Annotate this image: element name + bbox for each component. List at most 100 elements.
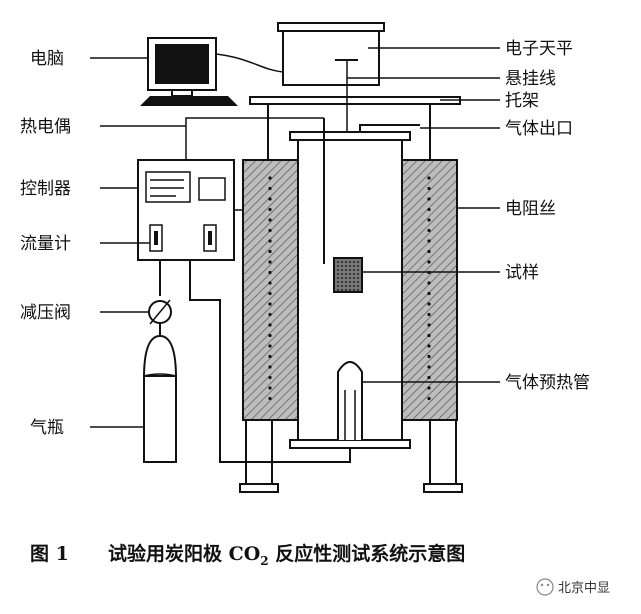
controller-body	[137, 159, 235, 261]
right-coil-dot	[427, 207, 431, 212]
right-coil-dot	[427, 365, 431, 369]
watermark-text: 北京中显	[558, 581, 610, 596]
wechat-icon-eye-left	[540, 583, 544, 587]
right-coil-dot	[427, 260, 431, 264]
left-coil-dot	[268, 260, 272, 264]
controller	[137, 159, 235, 261]
figure-title-subscript: 2	[260, 554, 268, 568]
figure-title: 试验用炭阳极 CO2 反应性测试系统示意图	[108, 542, 465, 568]
label-cylinder: 气瓶	[30, 418, 64, 438]
right-coil-dot	[427, 197, 431, 201]
right-coil-dot	[427, 228, 431, 233]
label-gas-outlet: 气体出口	[505, 119, 573, 139]
label-thermocouple: 热电偶	[20, 117, 71, 137]
left-foot	[239, 483, 279, 493]
valve-slash	[149, 299, 171, 325]
tube-top-cap	[289, 131, 411, 141]
right-coil-dot	[427, 176, 431, 180]
cylinder-shoulder	[142, 334, 178, 379]
wechat-icon	[536, 578, 554, 596]
right-coil-dot	[427, 281, 431, 285]
left-coil-dot	[268, 344, 272, 348]
flowmeter-right-float	[208, 231, 212, 245]
left-coil-dot	[268, 197, 272, 201]
gas-outlet-pipe	[359, 124, 420, 132]
controller-display	[145, 171, 191, 203]
left-coil-dot	[268, 396, 272, 401]
tube-bottom-cap	[289, 439, 411, 449]
thermocouple-wire	[185, 117, 324, 160]
monitor-stand	[171, 89, 193, 97]
label-flowmeter: 流量计	[20, 234, 71, 254]
furnace	[239, 104, 463, 493]
left-coil-dot	[268, 218, 272, 222]
label-balance: 电子天平	[505, 39, 573, 59]
right-coil-dot	[427, 354, 431, 359]
figure-title-part1: 试验用炭阳极 CO	[108, 542, 260, 565]
left-coil-dot	[268, 228, 272, 233]
left-coil-dot	[268, 386, 272, 390]
flowmeter-left-float	[154, 231, 158, 245]
left-coil-dot	[268, 354, 272, 359]
cylinder-seam	[143, 373, 177, 377]
left-leg	[245, 419, 273, 491]
right-coil-dot	[427, 291, 431, 296]
right-foot	[423, 483, 463, 493]
left-coil-dot	[268, 323, 272, 327]
gas-preheat-tube	[337, 361, 363, 440]
right-coil-dot	[427, 323, 431, 327]
right-coil-dot	[427, 239, 431, 243]
wechat-icon-eye-right	[546, 583, 550, 587]
left-coil-dot	[268, 176, 272, 180]
label-suspension: 悬挂线	[505, 69, 556, 89]
label-bracket: 托架	[505, 91, 539, 111]
gas-cylinder	[142, 323, 178, 463]
controller-meter	[198, 177, 226, 201]
right-coil-dot	[427, 249, 431, 254]
left-coil-dot	[268, 281, 272, 285]
right-coil-dot	[427, 186, 431, 191]
right-coil-dot	[427, 333, 431, 338]
electronic-balance	[277, 22, 385, 86]
bracket	[249, 96, 461, 105]
watermark: 北京中显	[536, 578, 610, 596]
left-coil-dot	[268, 249, 272, 254]
left-coil-dot	[268, 302, 272, 306]
computer	[140, 37, 238, 106]
label-controller: 控制器	[20, 179, 71, 199]
label-sample: 试样	[505, 263, 539, 283]
right-coil-dot	[427, 302, 431, 306]
right-coil-dot	[427, 375, 431, 380]
left-coil-dot	[268, 207, 272, 212]
right-coil-dot	[427, 386, 431, 390]
right-coil-dot	[427, 270, 431, 275]
figure-title-part2: 反应性测试系统示意图	[269, 542, 466, 565]
pressure-reducing-valve	[148, 299, 172, 325]
monitor-screen	[155, 44, 209, 84]
label-preheat: 气体预热管	[505, 373, 590, 393]
left-coil-dot	[268, 375, 272, 380]
label-computer: 电脑	[30, 49, 64, 69]
balance-top-plate	[277, 22, 385, 32]
left-coil-dot	[268, 239, 272, 243]
right-coil-dot	[427, 344, 431, 348]
right-coil-dot	[427, 312, 431, 317]
flowmeter-right	[203, 224, 217, 252]
right-coil-dot	[427, 396, 431, 401]
label-valve: 减压阀	[20, 303, 71, 323]
left-coil-dot	[268, 333, 272, 338]
left-coil-dot	[268, 186, 272, 191]
sample	[333, 257, 363, 293]
figure-number: 图 1	[30, 543, 69, 565]
flowmeter-left	[149, 224, 163, 252]
left-coil-dot	[268, 291, 272, 296]
balance-body	[282, 30, 380, 86]
keyboard	[140, 96, 238, 106]
left-coil-dot	[268, 270, 272, 275]
left-coil-dot	[268, 365, 272, 369]
gas-line-to-preheat	[189, 260, 351, 463]
label-resistance-wire: 电阻丝	[505, 199, 556, 219]
left-coil-dot	[268, 312, 272, 317]
right-leg	[429, 419, 457, 491]
